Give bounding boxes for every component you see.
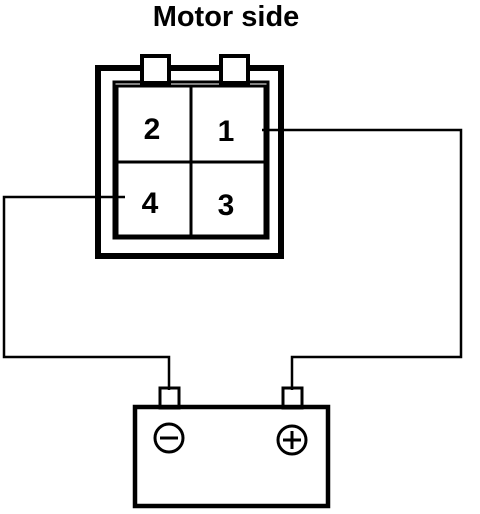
pin-label-3: 3 — [218, 189, 235, 222]
connector-housing-inner — [112, 80, 270, 240]
battery-body — [132, 404, 331, 509]
pin-cell-3 — [189, 160, 267, 238]
diagram-title: Motor side — [153, 1, 300, 33]
minus-circle-icon — [153, 422, 185, 454]
pin-label-1: 1 — [218, 115, 235, 148]
connector-tab-left — [140, 54, 171, 85]
pin-label-2: 2 — [144, 113, 161, 146]
connector-housing-outer — [95, 65, 284, 259]
wire-pin1-to-positive — [262, 128, 463, 390]
battery — [132, 386, 331, 509]
plus-circle-icon — [276, 424, 308, 456]
connector-tab-right — [219, 54, 250, 85]
wire-pin4-to-negative — [2, 195, 171, 390]
pin-label-4: 4 — [142, 187, 159, 220]
motor-connector: 2 1 4 3 — [95, 54, 284, 259]
